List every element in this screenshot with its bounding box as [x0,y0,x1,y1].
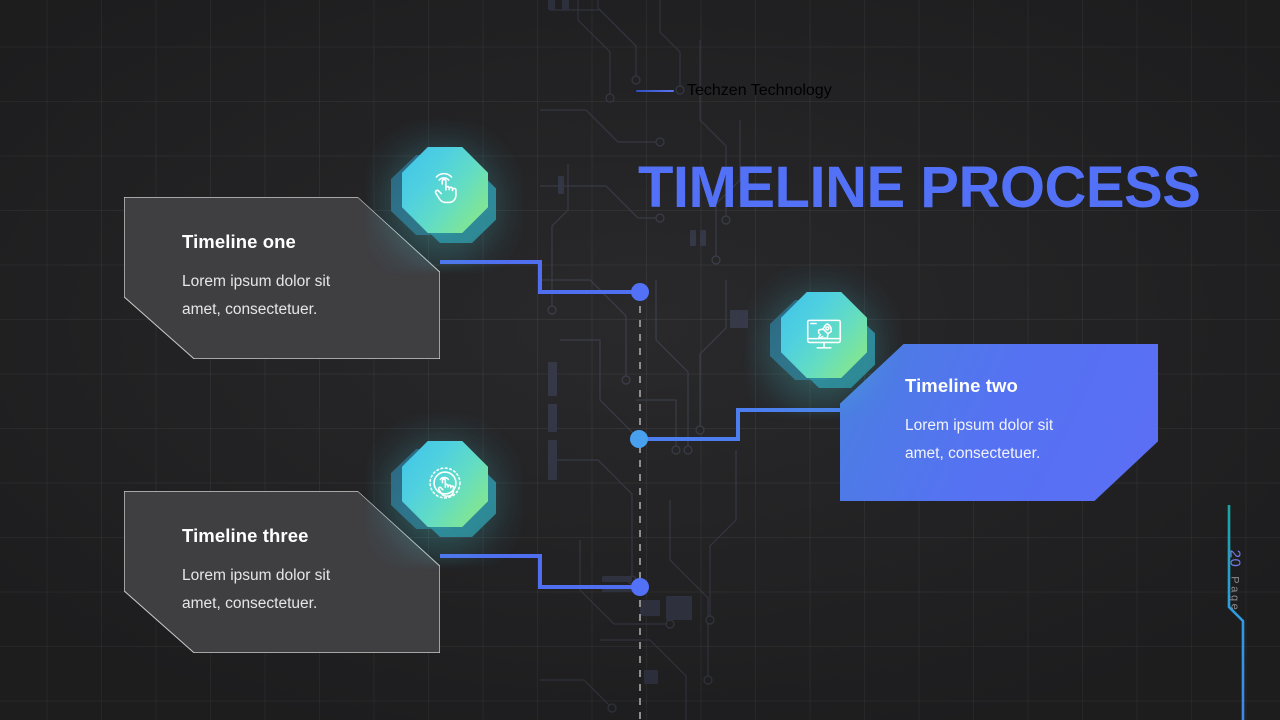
card-two-body: Lorem ipsum dolor sit amet, consectetuer… [905,412,1158,470]
card-one-body-line1: Lorem ipsum dolor sit [182,272,331,290]
kicker-rule [636,90,674,92]
slide-kicker: Techzen Technology [636,82,832,100]
card-one-body: Lorem ipsum dolor sit amet, consectetuer… [182,268,440,326]
card-one-body-line2: amet, consectetuer. [182,301,318,319]
card-two-body-line1: Lorem ipsum dolor sit [905,416,1054,434]
tap-hand-icon [434,172,457,204]
page-number: 20 [1226,549,1244,568]
page-title: TIMELINE PROCESS [638,154,1201,220]
card-three-body-line1: Lorem ipsum dolor sit [182,566,331,584]
timeline-spine [639,292,641,720]
card-two-body-line2: amet, consectetuer. [905,445,1041,463]
card-two-title: Timeline two [905,375,1018,396]
timeline-badge-three[interactable] [368,415,522,565]
circuit-board-pattern [540,0,748,720]
radar-tap-icon [429,467,461,499]
monitor-rocket-icon [806,319,842,349]
timeline-card-two[interactable]: Timeline two Lorem ipsum dolor sit amet,… [840,344,1158,501]
timeline-card-one[interactable]: Timeline one Lorem ipsum dolor sit amet,… [124,197,440,359]
page-label: Page [1229,576,1241,613]
page-marker: 20 Page [1224,536,1246,626]
card-three-body: Lorem ipsum dolor sit amet, consectetuer… [182,562,440,620]
kicker-text: Techzen Technology [687,82,832,99]
timeline-badge-one[interactable] [368,121,522,271]
badge-one-octagon [402,147,488,233]
timeline-card-three[interactable]: Timeline three Lorem ipsum dolor sit ame… [124,491,440,653]
card-three-body-line2: amet, consectetuer. [182,595,318,613]
timeline-badge-two[interactable] [747,266,901,416]
badge-two-octagon [781,292,867,378]
